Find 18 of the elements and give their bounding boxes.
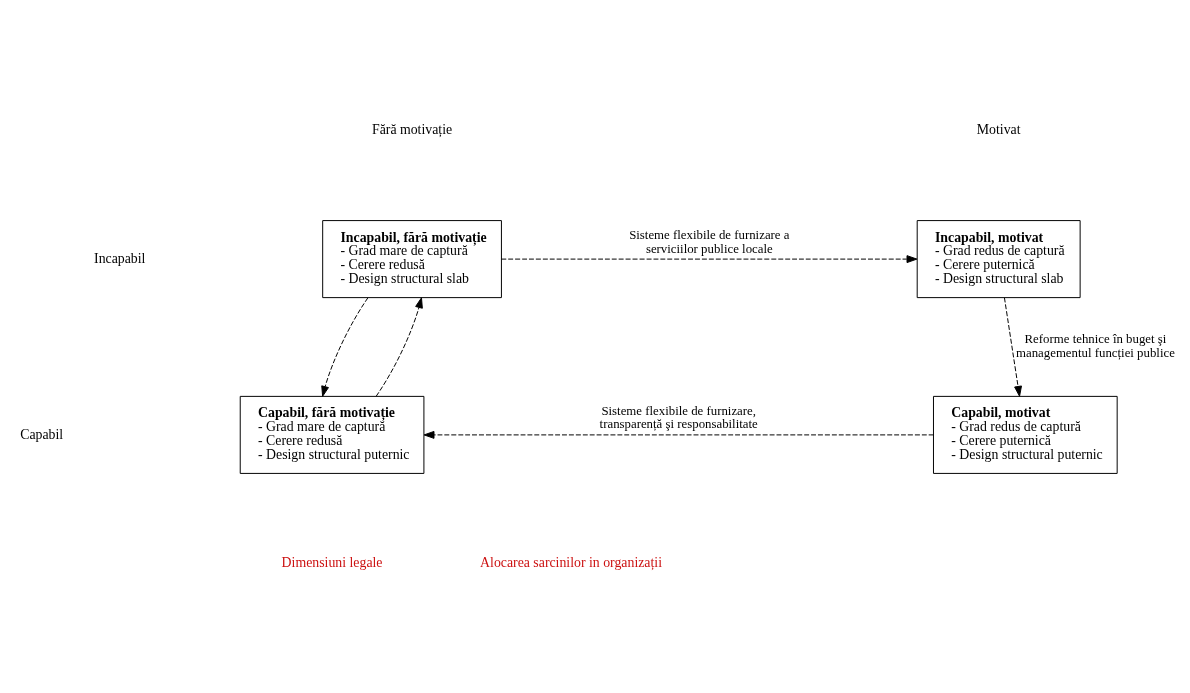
edge-label: Sisteme flexibile de furnizare a serviciilor publice locale <box>629 227 790 256</box>
arrow <box>500 254 918 263</box>
label: Incapabil <box>94 250 146 266</box>
arrow <box>423 430 934 439</box>
node-box: Capabil, motivat - Grad redus de captură - Cerere puternică - Design structural puternic <box>933 395 1118 474</box>
edge-label: Sisteme flexibile de furnizare, transparență şi responsabilitate <box>599 403 758 431</box>
node-box: Incapabil, fără motivație - Grad mare de captură - Cerere redusă - Design structural slab <box>322 219 502 298</box>
node-box: Capabil, fără motivație - Grad mare de captură - Cerere redusă - Design structural puternic <box>239 395 425 474</box>
label: Alocarea sarcinilor in organizații <box>480 554 663 570</box>
arrow <box>375 296 423 397</box>
arrow <box>1003 296 1022 397</box>
label: Dimensiuni legale <box>281 554 383 570</box>
label: Capabil <box>20 426 64 442</box>
node-box: Incapabil, motivat - Grad redus de captură - Cerere puternică - Design structural slab <box>916 219 1081 298</box>
label: Fără motivație <box>371 121 453 137</box>
arrow <box>321 296 369 397</box>
label: Motivat <box>976 121 1021 137</box>
edge-label: Reforme tehnice în buget şi managementul funcției publice <box>1016 331 1175 360</box>
